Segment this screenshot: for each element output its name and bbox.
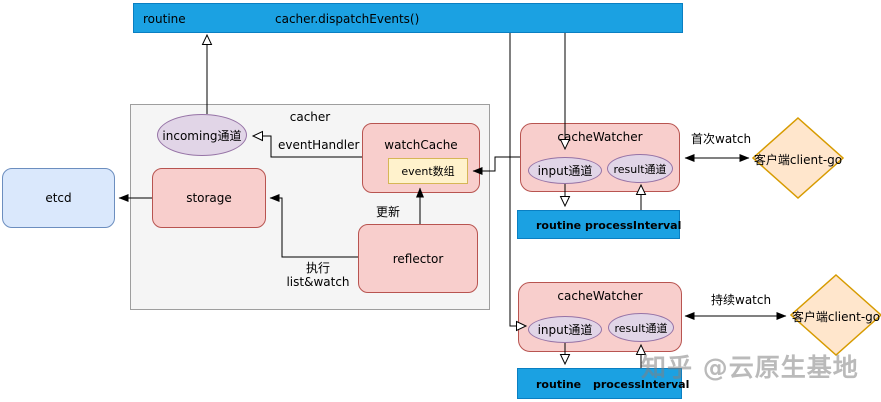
incoming-channel-ellipse: incoming通道 [157, 114, 247, 156]
input-channel-label-2: input通道 [537, 323, 593, 337]
dispatch-routine-bar: routine cacher.dispatchEvents() [133, 3, 683, 33]
bar1-routine-label: routine [536, 219, 582, 232]
result-channel-label-2: result通道 [614, 321, 668, 335]
continuous-watch-label: 持续watch [711, 293, 772, 307]
result-channel-ellipse-1: result通道 [607, 154, 673, 183]
process-interval-bar-1: routine processInterval [517, 210, 682, 239]
process-interval-bar-2: routine processInterval [517, 368, 689, 399]
bar2-process-label: processInterval [593, 378, 690, 391]
event-handler-label: eventHandler [278, 138, 360, 152]
dispatch-method-label: cacher.dispatchEvents() [275, 12, 420, 26]
input-channel-ellipse-1: input通道 [528, 157, 602, 184]
event-array-label: event数组 [401, 165, 455, 178]
input-channel-ellipse-2: input通道 [528, 316, 602, 343]
storage-label: storage [186, 191, 232, 205]
cache-watcher-title-1: cacheWatcher [557, 130, 643, 144]
reflector-label: reflector [392, 251, 444, 266]
cacher-title: cacher [289, 110, 331, 124]
exec-label-line1: 执行 [305, 261, 330, 275]
result-channel-label-1: result通道 [613, 162, 667, 176]
update-label: 更新 [376, 205, 401, 219]
client-go-diamond-2 [789, 273, 881, 357]
exec-list-watch-label: 执行 list&watch [283, 261, 353, 289]
cache-watcher-title-2: cacheWatcher [557, 289, 643, 303]
client-go-label-1: 客户端client-go [753, 153, 843, 167]
event-array-box: event数组 [388, 158, 468, 184]
etcd-label: etcd [45, 191, 72, 205]
result-channel-ellipse-2: result通道 [608, 313, 674, 342]
client-go-label-2: 客户端client-go [791, 310, 881, 324]
zhihu-watermark: 知乎 @云原生基地 [641, 353, 859, 382]
reflector-box: reflector [358, 224, 478, 293]
first-watch-label: 首次watch [691, 132, 752, 146]
exec-label-line2: list&watch [286, 275, 350, 289]
storage-box: storage [152, 168, 266, 228]
etcd-box: etcd [2, 168, 115, 228]
bar2-routine-label: routine [536, 378, 582, 391]
dispatch-routine-label: routine [143, 12, 186, 26]
input-channel-label-1: input通道 [537, 164, 593, 178]
watch-cache-title: watchCache [384, 138, 458, 152]
bar1-process-label: processInterval [585, 219, 682, 232]
incoming-channel-label: incoming通道 [162, 128, 242, 143]
client-go-diamond-1 [751, 116, 845, 200]
